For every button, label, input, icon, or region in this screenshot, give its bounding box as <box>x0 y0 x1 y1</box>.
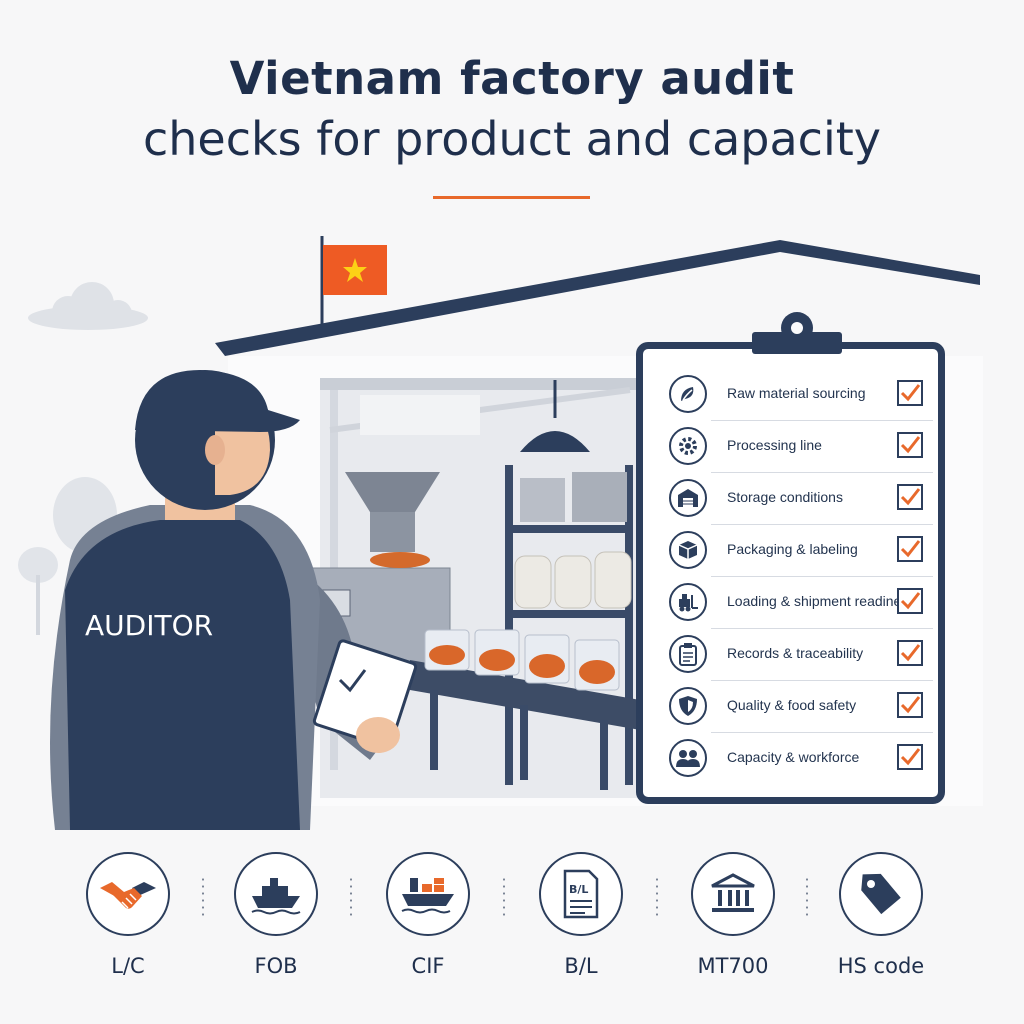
checklist-item: Raw material sourcing <box>663 369 933 421</box>
people-icon <box>669 739 707 777</box>
checkbox[interactable] <box>897 744 923 770</box>
ship-icon <box>234 852 318 936</box>
checklist-item: Capacity & workforce <box>663 733 933 785</box>
clipboard-clip-icon <box>752 312 842 354</box>
checklist-item: Storage conditions <box>663 473 933 525</box>
leaf-icon <box>669 375 707 413</box>
divider <box>350 876 352 916</box>
checklist-item: Packaging & labeling <box>663 525 933 577</box>
checklist-item-label: Quality & food safety <box>727 697 857 713</box>
term-mt700: MT700 <box>677 852 789 978</box>
term-label: FOB <box>254 954 298 978</box>
page-subtitle: checks for product and capacity <box>142 112 882 166</box>
term-label: CIF <box>411 954 445 978</box>
title-underline <box>433 196 590 199</box>
audit-checklist: Raw material sourcing Processing line St… <box>636 312 945 804</box>
checklist-item-label: Packaging & labeling <box>727 541 858 557</box>
vest-label: AUDITOR <box>85 609 213 642</box>
divider <box>656 876 658 916</box>
checkbox[interactable] <box>897 484 923 510</box>
term-bl: B/L B/L <box>525 852 637 978</box>
term-label: B/L <box>564 954 598 978</box>
term-label: HS code <box>837 954 925 978</box>
checklist-item-label: Loading & shipment readiness <box>727 593 916 609</box>
term-label: L/C <box>111 954 145 978</box>
cloud-icon <box>28 282 148 330</box>
cargo-ship-icon <box>386 852 470 936</box>
lamp-icon <box>520 380 590 452</box>
product-bags <box>424 629 620 691</box>
checklist-item-label: Storage conditions <box>727 489 843 505</box>
page-title: Vietnam factory audit <box>229 52 795 105</box>
storage-shelves <box>505 465 633 785</box>
checkbox[interactable] <box>897 536 923 562</box>
checklist-item-label: Capacity & workforce <box>727 749 860 765</box>
checklist-item: Loading & shipment readiness <box>663 577 933 629</box>
conveyor-belt <box>410 629 640 790</box>
bl-icon-text: B/L <box>569 883 588 896</box>
checklist-item-label: Records & traceability <box>727 645 864 661</box>
factory-illustration: AUDITOR <box>18 236 980 830</box>
checklist-item: Processing line <box>663 421 933 473</box>
bill-of-lading-icon: B/L <box>539 852 623 936</box>
bank-icon <box>691 852 775 936</box>
warehouse-icon <box>669 479 707 517</box>
tag-icon <box>839 852 923 936</box>
box-icon <box>669 531 707 569</box>
clipboard-icon <box>669 635 707 673</box>
divider <box>503 876 505 916</box>
forklift-icon <box>669 583 707 621</box>
term-cif: CIF <box>372 852 484 978</box>
checkbox[interactable] <box>897 640 923 666</box>
gear-icon <box>669 427 707 465</box>
checklist-item: Quality & food safety <box>663 681 933 733</box>
vietnam-flag-icon <box>320 236 387 325</box>
checkbox[interactable] <box>897 380 923 406</box>
term-fob: FOB <box>220 852 332 978</box>
shield-icon <box>669 687 707 725</box>
checklist-item: Records & traceability <box>663 629 933 681</box>
checkbox[interactable] <box>897 692 923 718</box>
handshake-icon <box>86 852 170 936</box>
term-lc: L/C <box>72 852 184 978</box>
auditor-figure <box>50 370 418 830</box>
term-label: MT700 <box>697 954 769 978</box>
divider <box>202 876 204 916</box>
term-hs-code: HS code <box>825 852 937 978</box>
checkbox[interactable] <box>897 588 923 614</box>
checklist-item-label: Processing line <box>727 437 822 453</box>
checklist-item-label: Raw material sourcing <box>727 385 866 401</box>
divider <box>806 876 808 916</box>
checkbox[interactable] <box>897 432 923 458</box>
